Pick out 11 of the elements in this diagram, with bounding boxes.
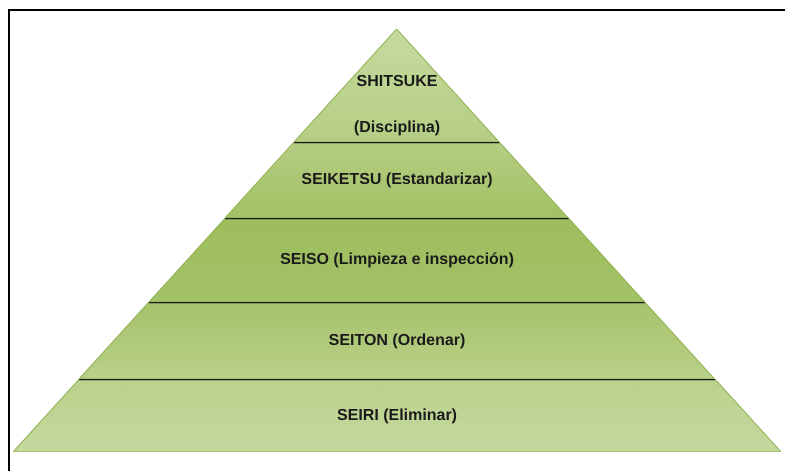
layer-label: (Disciplina) bbox=[354, 118, 440, 138]
pyramid-layer bbox=[149, 218, 645, 302]
pyramid-layer bbox=[294, 29, 500, 142]
layer-label: SEIKETSU (Estandarizar) bbox=[301, 170, 493, 190]
pyramid-layer bbox=[225, 142, 569, 218]
layer-label: SHITSUKE bbox=[356, 72, 438, 92]
layer-label: SEITON (Ordenar) bbox=[328, 330, 466, 350]
layer-label: SEIRI (Eliminar) bbox=[336, 406, 457, 426]
pyramid-layer bbox=[79, 302, 715, 379]
layer-label: SEISO (Limpieza e inspección) bbox=[280, 250, 514, 270]
pyramid-layer bbox=[12, 379, 782, 452]
